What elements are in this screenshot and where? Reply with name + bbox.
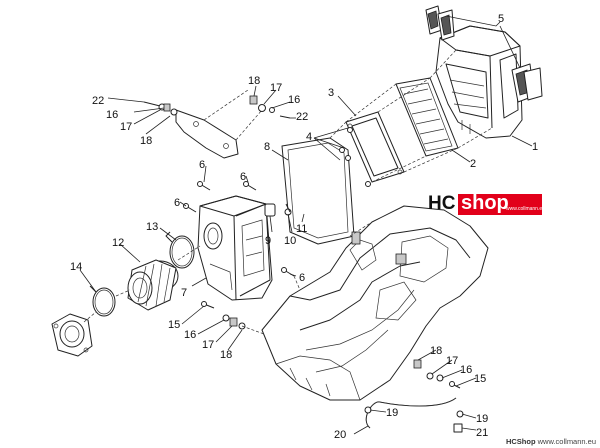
- label-18c: 18: [140, 135, 152, 147]
- label-6d: 6: [299, 272, 305, 284]
- label-1: 1: [532, 141, 538, 153]
- label-22b: 22: [296, 111, 308, 123]
- label-8: 8: [264, 141, 270, 153]
- label-21: 21: [476, 427, 488, 439]
- label-18d: 18: [248, 75, 260, 87]
- label-16d: 16: [288, 94, 300, 106]
- label-11: 11: [296, 223, 307, 235]
- part-12-intake-boot: [127, 259, 179, 311]
- part-7-airbox-housing: [197, 195, 273, 301]
- label-14: 14: [70, 261, 82, 273]
- label-7: 7: [181, 287, 187, 299]
- label-6a: 6: [199, 159, 205, 171]
- label-6b: 6: [240, 171, 246, 183]
- label-10: 10: [284, 235, 296, 247]
- throttle-adaptor: [51, 313, 93, 357]
- part-21-plug: [453, 423, 463, 433]
- hc-shop-logo: HC shop www.collmann.eu: [426, 192, 545, 217]
- label-17a: 17: [202, 339, 214, 351]
- label-15a: 15: [168, 319, 180, 331]
- label-13: 13: [146, 221, 158, 233]
- logo-shop-text: shop: [461, 192, 509, 214]
- mounting-bracket: [175, 89, 263, 159]
- label-15b: 15: [474, 373, 486, 385]
- label-17c: 17: [120, 121, 132, 133]
- label-12: 12: [112, 237, 124, 249]
- leader-lines: [79, 15, 533, 435]
- part-3-filter-frame: [345, 111, 405, 183]
- logo-shop-box: shop www.collmann.eu: [458, 192, 545, 215]
- label-9: 9: [265, 235, 271, 247]
- label-3: 3: [328, 87, 334, 99]
- label-18a: 18: [220, 349, 232, 361]
- footer-credit: HCShop www.collmann.eu: [506, 437, 596, 446]
- label-19a: 19: [386, 407, 398, 419]
- footer-brand: HCShop: [505, 437, 536, 446]
- label-4: 4: [306, 131, 312, 143]
- label-16c: 16: [106, 109, 118, 121]
- assembly-lines: [83, 49, 493, 335]
- part-9-clip: [264, 203, 276, 217]
- label-16a: 16: [184, 329, 196, 341]
- part-5-airbox-cover: [425, 5, 543, 139]
- label-17d: 17: [270, 82, 282, 94]
- logo-small-url: www.collmann.eu: [506, 206, 545, 212]
- part-labels: 1 2 3 4 5 6 6 6 6 7 8 9 10 11 12 13 14 1…: [70, 13, 538, 441]
- part-13-hose-clamp: [165, 231, 195, 269]
- label-17b: 17: [446, 355, 458, 367]
- label-5: 5: [498, 13, 504, 25]
- label-2: 2: [470, 158, 476, 170]
- part-20-drain-hose: [365, 397, 457, 429]
- part-14-clamp: [89, 285, 116, 317]
- label-19b: 19: [476, 413, 488, 425]
- part-2-air-filter: [395, 77, 459, 157]
- label-18b: 18: [430, 345, 442, 357]
- label-22a: 22: [92, 95, 104, 107]
- label-6c: 6: [174, 197, 180, 209]
- label-20: 20: [334, 429, 346, 441]
- label-16b: 16: [460, 364, 472, 376]
- footer-url: www.collmann.eu: [537, 437, 596, 446]
- logo-hc-text: HC: [428, 193, 456, 214]
- part-8-cover-plate: [281, 137, 355, 245]
- part-1-main-body: [261, 205, 489, 401]
